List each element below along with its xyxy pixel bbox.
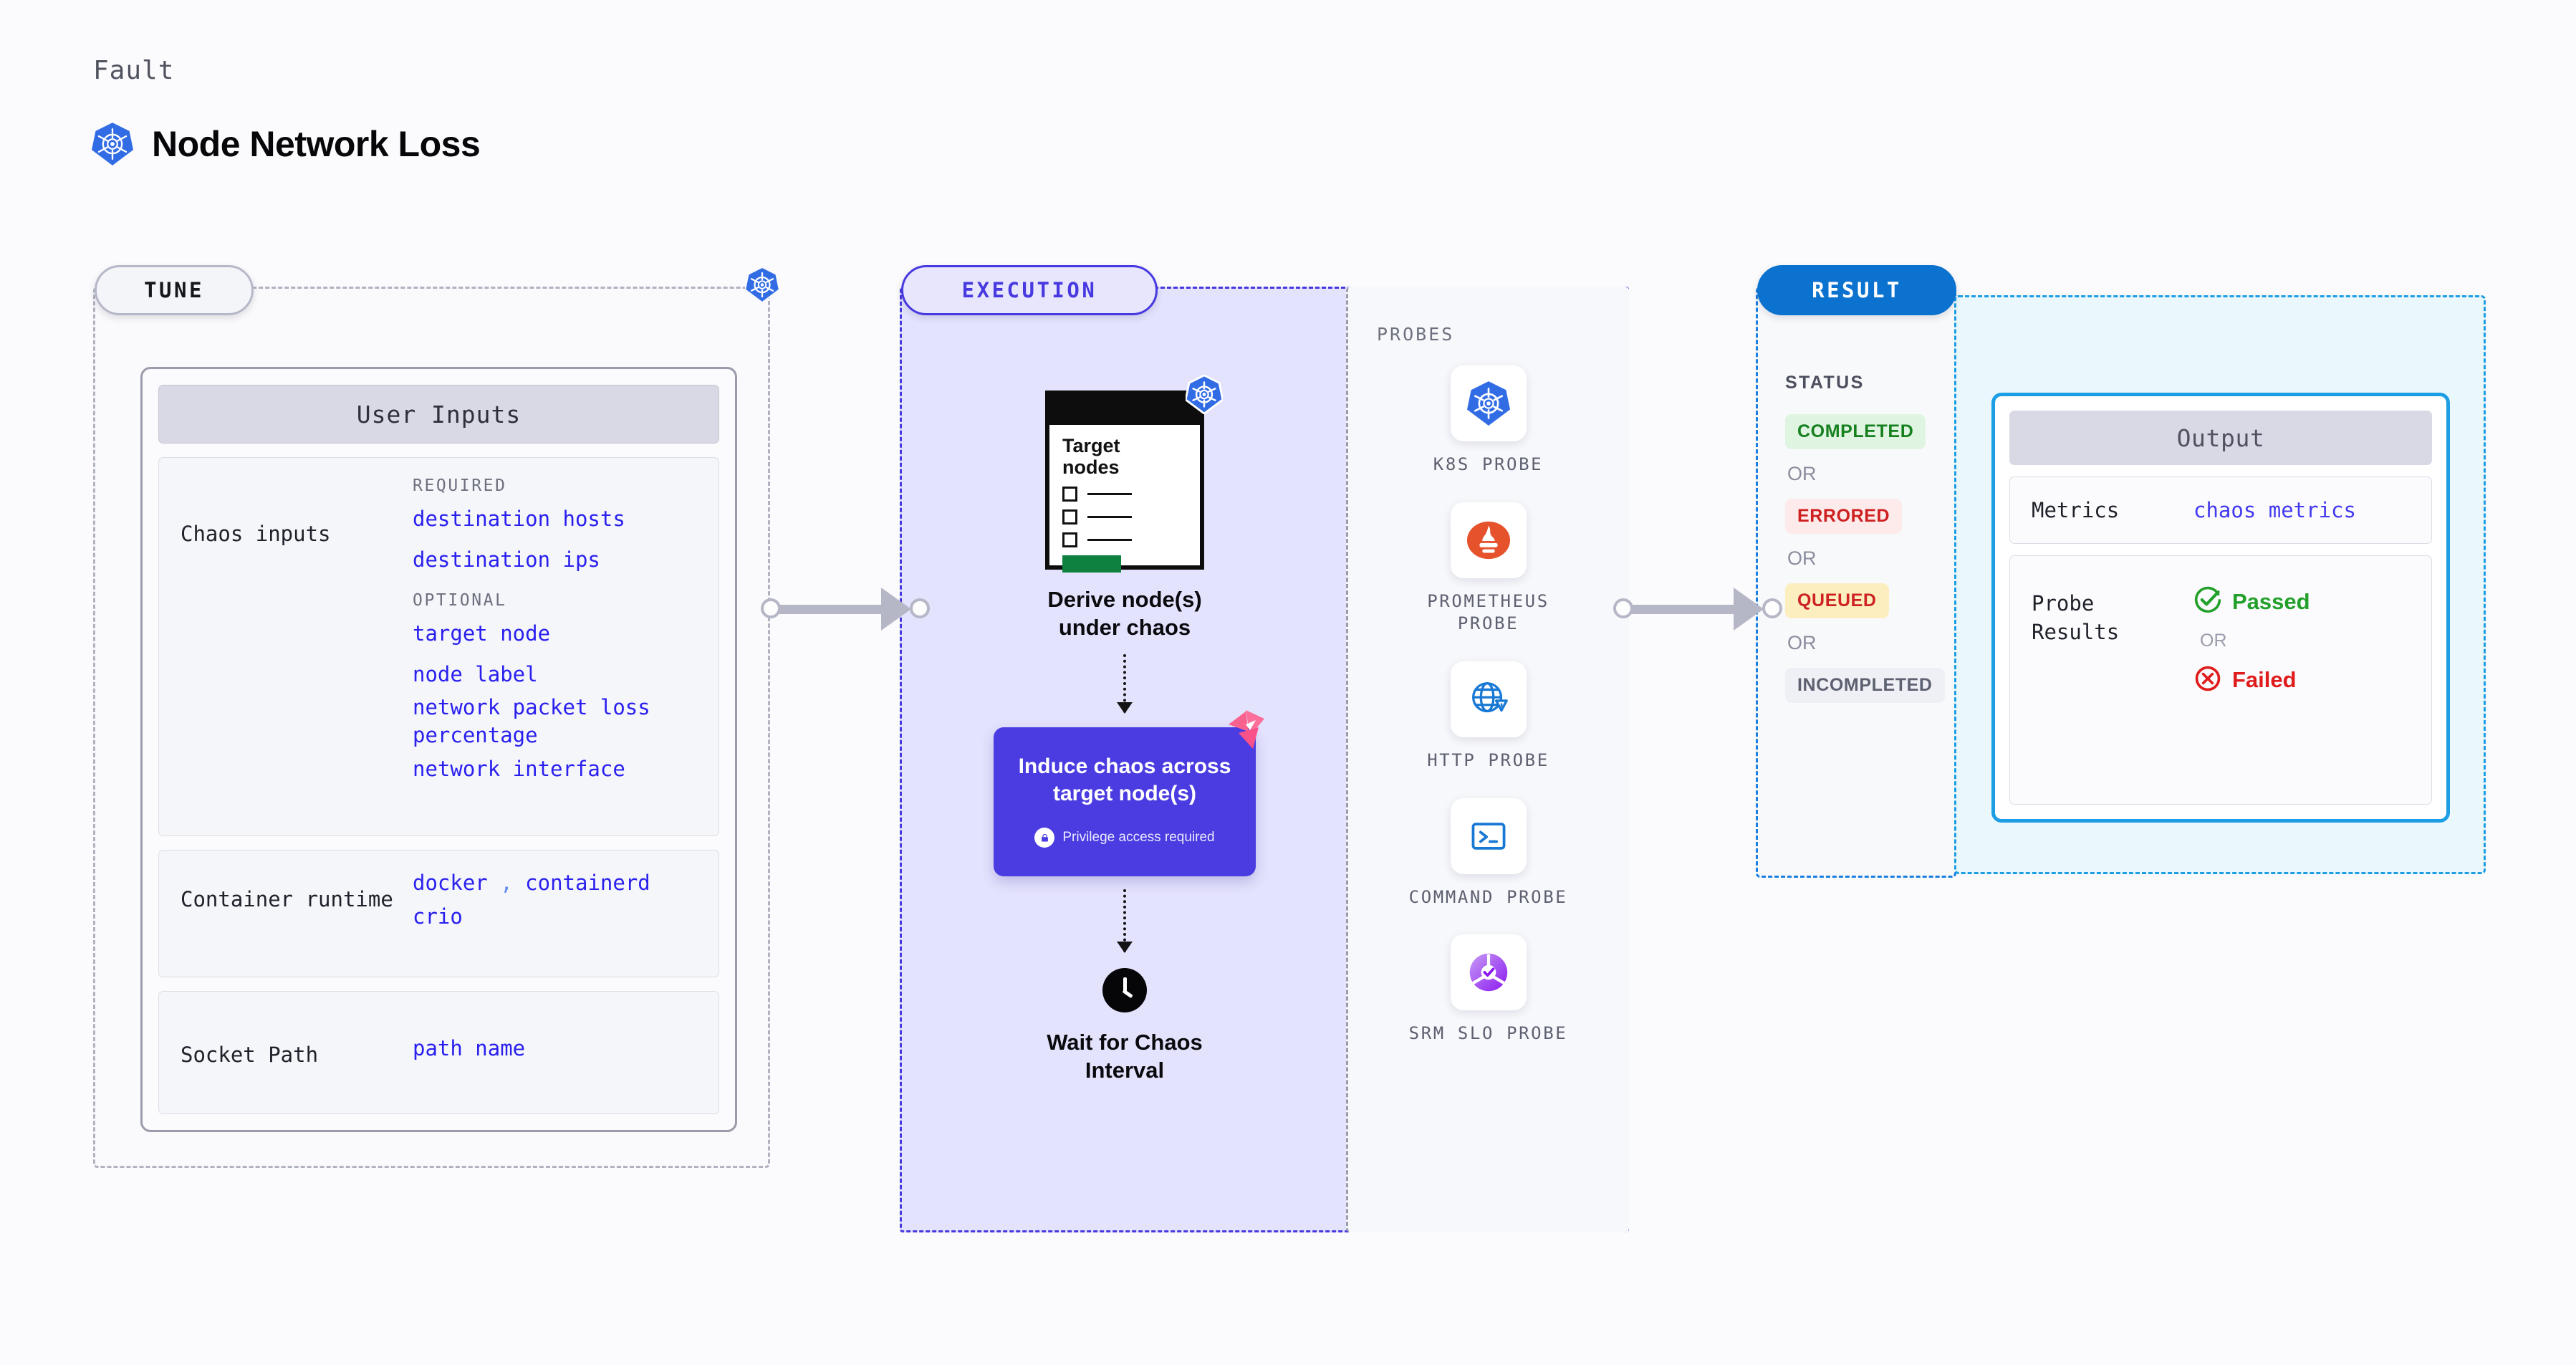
- fault-eyebrow-label: Fault: [93, 56, 175, 85]
- probe-item-prometheus[interactable]: PROMETHEUS PROBE: [1395, 502, 1582, 636]
- status-badge-incompleted: INCOMPLETED: [1785, 668, 1945, 703]
- failed-label: Failed: [2232, 667, 2297, 692]
- line-icon: [1087, 516, 1132, 519]
- metrics-label: Metrics: [2032, 497, 2120, 522]
- line-icon: [1087, 539, 1132, 542]
- tune-stage-pill[interactable]: TUNE: [95, 265, 254, 315]
- socket-path-label: Socket Path: [181, 1043, 319, 1067]
- probe-result-failed: Failed: [2193, 664, 2414, 696]
- privilege-note: Privilege access required: [1009, 828, 1240, 848]
- terminal-icon: [1450, 798, 1527, 874]
- check-circle-icon: [2193, 586, 2222, 618]
- probe-item-http[interactable]: HTTP PROBE: [1395, 661, 1582, 772]
- checkbox-icon: [1062, 487, 1077, 502]
- probes-subpanel: [1346, 287, 1629, 1232]
- runtime-docker[interactable]: docker: [413, 871, 488, 895]
- container-runtime-values-line1: docker , containerd: [413, 869, 697, 897]
- status-title: STATUS: [1785, 373, 1865, 393]
- probe-item-srm-slo[interactable]: SRM SLO PROBE: [1395, 934, 1582, 1045]
- optional-group-heading: OPTIONAL: [413, 590, 507, 610]
- input-network-interface[interactable]: network interface: [413, 757, 625, 782]
- kubernetes-icon: [1184, 374, 1224, 417]
- required-group-heading: REQUIRED: [413, 476, 507, 495]
- probe-item-k8s[interactable]: K8S PROBE: [1395, 365, 1582, 476]
- kubernetes-badge-icon: [744, 266, 781, 306]
- connector-tune-to-execution: [759, 588, 930, 631]
- input-network-packet-loss-percentage[interactable]: network packet loss percentage: [413, 695, 650, 748]
- input-destination-ips[interactable]: destination ips: [413, 547, 600, 572]
- document-checkbox-row: [1062, 487, 1200, 502]
- metrics-value[interactable]: chaos metrics: [2193, 498, 2356, 522]
- container-runtime-label: Container runtime: [181, 887, 393, 911]
- chaos-inputs-section: Chaos inputs REQUIRED destination hosts …: [158, 457, 719, 836]
- user-inputs-card: User Inputs Chaos inputs REQUIRED destin…: [140, 367, 737, 1132]
- chaos-inputs-label: Chaos inputs: [181, 522, 331, 546]
- privilege-note-text: Privilege access required: [1062, 830, 1215, 846]
- clock-icon: [1102, 968, 1147, 1013]
- probe-label: COMMAND PROBE: [1408, 886, 1568, 907]
- globe-warning-icon: [1450, 661, 1527, 738]
- output-title: Output: [2009, 411, 2432, 465]
- status-badge-errored: ERRORED: [1785, 499, 1903, 534]
- result-stage-pill[interactable]: RESULT: [1757, 265, 1956, 315]
- document-progress-bar: [1062, 555, 1121, 573]
- user-inputs-title: User Inputs: [158, 385, 719, 444]
- or-separator: OR: [1787, 632, 1817, 653]
- or-separator: OR: [1787, 463, 1817, 484]
- flow-arrow-down: [1117, 889, 1133, 954]
- probes-title: PROBES: [1377, 324, 1455, 345]
- input-node-label[interactable]: node label: [413, 661, 538, 686]
- line-icon: [1087, 493, 1132, 496]
- srm-slo-icon: [1450, 934, 1527, 1011]
- input-destination-hosts[interactable]: destination hosts: [413, 507, 625, 531]
- probe-item-command[interactable]: COMMAND PROBE: [1395, 798, 1582, 909]
- execution-stage-pill[interactable]: EXECUTION: [901, 265, 1158, 315]
- kubernetes-icon: [92, 122, 133, 166]
- status-badge-queued: QUEUED: [1785, 583, 1889, 618]
- status-list: COMPLETED OR ERRORED OR QUEUED OR INCOMP…: [1785, 414, 1950, 703]
- document-checkbox-row: [1062, 509, 1200, 525]
- runtime-containerd[interactable]: containerd: [525, 871, 650, 895]
- prometheus-icon: [1450, 502, 1527, 578]
- litmus-logo-icon: [1224, 709, 1272, 756]
- probe-label: SRM SLO PROBE: [1408, 1023, 1568, 1044]
- runtime-crio[interactable]: crio: [413, 904, 463, 929]
- or-separator: OR: [1787, 547, 1817, 569]
- or-separator: OR: [2200, 631, 2227, 651]
- page-title-row: Node Network Loss: [92, 122, 481, 166]
- probe-result-passed: Passed: [2193, 586, 2414, 618]
- lock-icon: [1034, 828, 1055, 848]
- probes-list: K8S PROBE PROMETHEUS PROBE: [1361, 365, 1615, 1045]
- target-nodes-document: Target nodes: [1045, 374, 1224, 573]
- checkbox-icon: [1062, 532, 1077, 548]
- execution-flow: Target nodes: [931, 374, 1318, 1084]
- wait-interval-caption: Wait for Chaos Interval: [1047, 1030, 1203, 1083]
- kubernetes-icon: [1450, 365, 1527, 441]
- socket-path-value[interactable]: path name: [413, 1036, 526, 1060]
- x-circle-icon: [2193, 664, 2222, 696]
- passed-label: Passed: [2232, 589, 2310, 614]
- probe-label: K8S PROBE: [1433, 454, 1544, 474]
- page-title: Node Network Loss: [152, 124, 481, 164]
- document-checkbox-row: [1062, 532, 1200, 548]
- input-target-node[interactable]: target node: [413, 621, 551, 646]
- induce-chaos-title: Induce chaos across target node(s): [1018, 755, 1231, 806]
- probe-label: PROMETHEUS PROBE: [1427, 590, 1549, 634]
- container-runtime-section: Container runtime docker , containerd cr…: [158, 850, 719, 977]
- socket-path-section: Socket Path path name: [158, 991, 719, 1114]
- probe-label: HTTP PROBE: [1427, 750, 1549, 771]
- checkbox-icon: [1062, 509, 1077, 525]
- runtime-separator: ,: [500, 871, 513, 895]
- document-titlebar: [1049, 395, 1200, 425]
- status-badge-completed: COMPLETED: [1785, 414, 1926, 449]
- connector-execution-to-result: [1612, 588, 1782, 631]
- flow-arrow-down: [1117, 654, 1133, 714]
- metrics-row: Metrics chaos metrics: [2009, 476, 2432, 544]
- derive-nodes-caption: Derive node(s) under chaos: [1047, 587, 1202, 641]
- document-title: Target nodes: [1062, 435, 1120, 479]
- induce-chaos-box[interactable]: Induce chaos across target node(s) Privi…: [994, 710, 1264, 877]
